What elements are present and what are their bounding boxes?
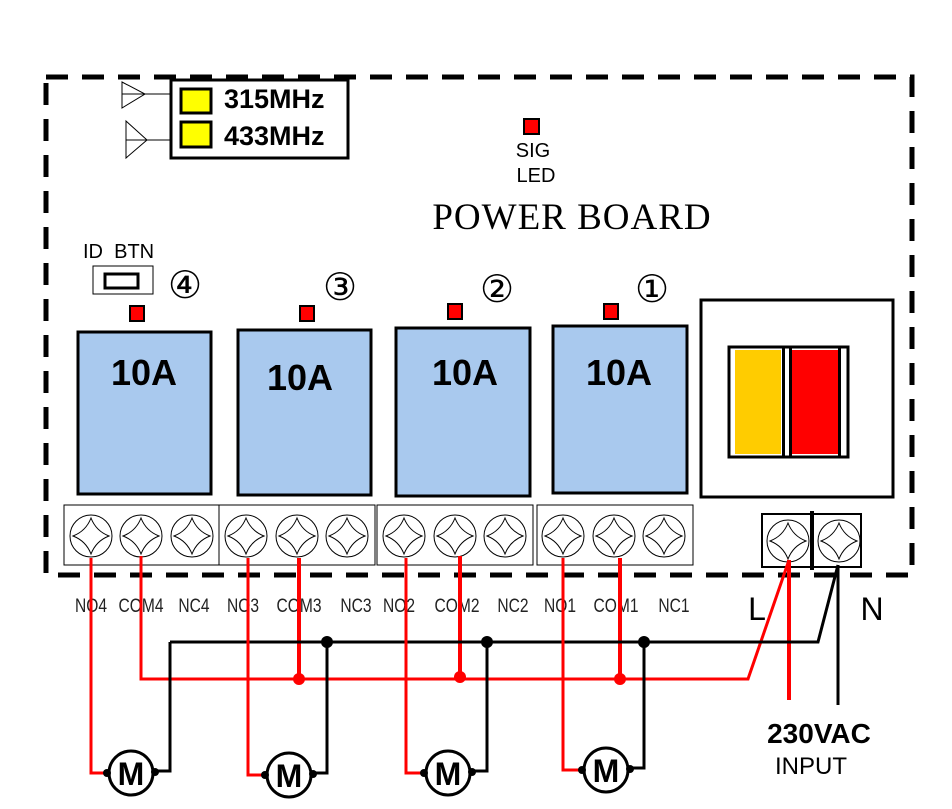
terminal-screw-icon [592, 514, 636, 558]
terminal-label-live: L [748, 591, 766, 627]
relay-body [236, 328, 373, 497]
relay-4: ④ 10A [76, 265, 213, 496]
relay-channel-number: ② [480, 269, 514, 311]
motor-return-wire [151, 642, 172, 773]
antenna-icon [121, 81, 172, 109]
power-input-label: INPUT [775, 753, 847, 780]
live-junction-dot [454, 671, 466, 683]
motor-label: M [435, 756, 462, 792]
motor-icon: M [261, 751, 317, 799]
terminal-screw-icon [642, 514, 686, 558]
relay-rating: 10A [111, 352, 177, 393]
relay-rating: 10A [267, 357, 333, 398]
sig-led-label-line1: SIG [516, 140, 550, 162]
frequency-indicator-315 [179, 87, 213, 115]
motor-return-wire [309, 642, 329, 775]
relay-channel-number: ① [635, 269, 669, 311]
relay-channel-number: ③ [323, 267, 357, 309]
power-input-voltage: 230VAC [767, 718, 871, 749]
id-button[interactable] [92, 265, 154, 295]
live-bus-wire [139, 556, 791, 681]
motor-icon: M [420, 749, 476, 797]
terminal-screw-icon [275, 514, 319, 558]
relay-led [129, 305, 145, 322]
motor-icon: M [103, 749, 159, 797]
neutral-bus-wire [170, 564, 840, 644]
id-button-label: ID BTN [83, 241, 154, 263]
board-outline [43, 74, 915, 578]
no-wire [404, 558, 428, 775]
terminal-screw-icon [69, 514, 113, 558]
terminal-label-nc1: NC1 [658, 595, 689, 617]
relay-2: ② 10A [394, 269, 532, 498]
sig-led-label-line2: LED [517, 165, 556, 187]
motor-label: M [276, 758, 303, 794]
relay-body [551, 324, 689, 495]
relay-1: ① 10A [551, 269, 689, 495]
relay-channel-number: ④ [168, 265, 202, 307]
terminal-label-nc2: NC2 [497, 595, 528, 617]
terminal-screw-icon [119, 514, 163, 558]
terminal-label-neutral: N [860, 591, 883, 627]
fuse-red [792, 350, 838, 454]
terminal-label-com2: COM2 [435, 595, 480, 617]
motor-label: M [593, 753, 620, 789]
terminal-screw-icon [817, 519, 861, 563]
relay-led [299, 305, 315, 322]
motor-return-wire [468, 642, 489, 773]
terminal-screw-icon [224, 514, 268, 558]
motor-return-wire [626, 642, 646, 770]
no-wire [246, 558, 269, 777]
terminal-label-no3: NO3 [227, 595, 259, 617]
relay-rating: 10A [432, 352, 498, 393]
terminal-screw-icon [382, 514, 426, 558]
terminal-label-no2: NO2 [383, 595, 415, 617]
fuse-yellow [735, 350, 781, 454]
frequency-label-315: 315MHz [224, 84, 325, 114]
frequency-indicator-433 [179, 120, 213, 149]
terminal-screw-icon [766, 519, 810, 563]
terminal-screw-icon [325, 514, 369, 558]
relay-led [447, 303, 463, 320]
motor-icon: M [578, 746, 634, 794]
relay-body [394, 326, 532, 498]
live-junction-dot [293, 673, 305, 685]
terminal-label-com1: COM1 [594, 595, 639, 617]
no-wire [561, 558, 586, 772]
motor-label: M [118, 756, 145, 792]
terminal-screw-icon [170, 514, 214, 558]
relay-led [603, 303, 619, 320]
terminal-label-nc4: NC4 [178, 595, 209, 617]
relay-rating: 10A [586, 352, 652, 393]
board-title: POWER BOARD [432, 197, 711, 238]
terminal-label-no1: NO1 [544, 595, 576, 617]
sig-led-indicator [523, 118, 540, 135]
relay-3: ③ 10A [236, 267, 373, 497]
live-junction-dot [614, 673, 626, 685]
terminal-screw-icon [433, 514, 477, 558]
terminal-label-nc3: NC3 [340, 595, 371, 617]
relay-body [76, 330, 213, 496]
no-wire [89, 558, 111, 775]
terminal-screw-icon [483, 514, 527, 558]
terminal-screw-icon [541, 514, 585, 558]
antenna-icon [125, 119, 172, 160]
frequency-label-433: 433MHz [224, 121, 325, 151]
